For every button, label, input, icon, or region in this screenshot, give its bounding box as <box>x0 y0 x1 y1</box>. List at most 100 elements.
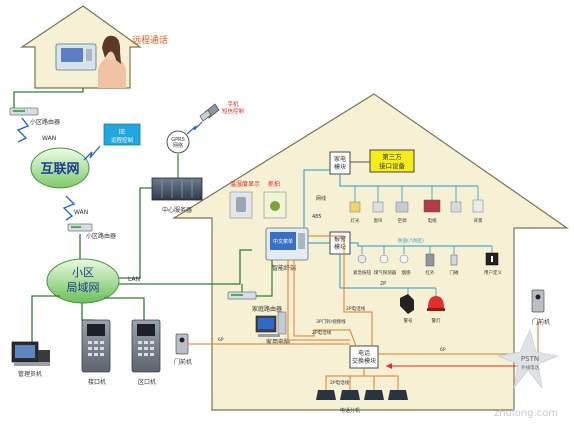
area-station <box>131 319 161 373</box>
alarm-label: 烟感 <box>402 269 411 276</box>
wire-6p-left-label: 6P <box>218 337 224 343</box>
appliance-module-label-2: 模块 <box>334 163 346 171</box>
alarm-module-label-2: 模块 <box>334 243 346 251</box>
siren-label: 警号 <box>404 317 413 324</box>
wire-2p-phone-b <box>308 235 373 346</box>
unit-station <box>81 319 111 373</box>
ext-drop-4 <box>374 375 399 390</box>
internet-cloud <box>30 147 90 189</box>
smart-terminal-label: 智能终端 <box>272 264 296 272</box>
mobile-phone-icon <box>199 103 220 122</box>
door-station-left <box>175 333 189 355</box>
wan-link-mid <box>62 195 76 221</box>
center-server-label: 中心服务器 <box>162 206 192 214</box>
snapshot-label: 抓拍 <box>268 180 280 188</box>
line-house-router <box>13 88 84 112</box>
door-station-left-label: 门前机 <box>174 358 192 366</box>
community-router-top <box>9 107 39 116</box>
line-lan-server <box>119 187 152 279</box>
appliance-label: 背景 <box>474 217 483 224</box>
alarm-label: 门磁 <box>450 269 459 276</box>
home-pc-label: 家用电脑 <box>266 338 290 346</box>
center-server <box>151 177 203 201</box>
ext-bus <box>325 368 365 390</box>
gprs-circle <box>166 130 190 154</box>
community-router-mid <box>67 223 93 232</box>
ie-link <box>83 145 101 161</box>
smart-terminal <box>265 227 309 261</box>
third-party-device <box>369 149 415 173</box>
alarm-output-wire-label: 2P <box>380 281 386 287</box>
line-router-terminal <box>256 260 273 297</box>
pstn-arrow <box>386 363 392 369</box>
wan-link-top <box>16 117 30 143</box>
watermark: zhulong.com <box>494 408 558 419</box>
phone-ext-label: 电话分机 <box>340 407 360 414</box>
gprs-label: GPRS <box>171 137 185 143</box>
wire-2p-phone-label-b: 2P电话线 <box>346 305 366 312</box>
phone-switch-label-1: 电话 <box>358 349 370 357</box>
internet-label: 互联网 <box>40 162 79 177</box>
line-lan-area <box>104 297 145 320</box>
wire-2p-phone-label-a: 2P电话线 <box>312 329 332 336</box>
door-station-right <box>531 289 545 313</box>
alarm-output-bus <box>339 254 436 289</box>
alarm-sensor-icons <box>357 246 499 267</box>
door-station-right-label: 门前机 <box>532 318 550 326</box>
net-wire-label: 网线 <box>316 195 326 202</box>
community-lan-label-1: 小区 <box>72 266 94 279</box>
siren-icon <box>400 294 414 314</box>
rs485-label: 485 <box>312 214 322 220</box>
alarm-channel-label: 防盗(八防区) <box>398 237 424 244</box>
home-pc <box>255 311 287 337</box>
line-lan-manager <box>31 295 60 342</box>
home-router-label: 家庭路由器 <box>252 305 282 313</box>
strobe-light-icon <box>427 296 445 311</box>
third-party-label-2: 接口设备 <box>379 161 406 170</box>
alarm-label: 红外 <box>426 269 435 276</box>
area-station-label: 区口机 <box>138 378 156 386</box>
gprs-sub-label: 网络 <box>173 142 183 149</box>
alarm-label: 紧急按钮 <box>353 269 371 276</box>
gprs-link <box>186 121 203 135</box>
wire-3p-label: 3P门铃/视频线 <box>316 318 346 325</box>
wire-3p <box>287 260 350 341</box>
ie-label: IE <box>119 128 126 136</box>
terminal-screen-text: 中文菜单 <box>273 238 293 245</box>
community-router-top-label: 小区路由器 <box>30 118 60 126</box>
remote-terminal-small <box>55 43 97 71</box>
home-router <box>227 291 257 300</box>
appliance-label: 窗帘 <box>374 217 383 224</box>
temp-display-label: 温湿度显示 <box>230 180 260 188</box>
appliance-labels: 灯光 窗帘 空调 电视 背景 <box>351 217 483 224</box>
alarm-labels: 紧急按钮 煤气探测器 烟感 红外 门磁 用户定义 <box>353 269 502 276</box>
phone-label: 手机 <box>227 100 239 108</box>
ext-wire-label: 2P电话线 <box>330 379 350 386</box>
appliance-label: 电视 <box>428 217 437 224</box>
snapshot-camera-icon <box>263 191 287 219</box>
line-terminal-appliance <box>303 169 330 228</box>
manager-unit <box>11 341 50 366</box>
manager-unit-label: 管理员机 <box>18 370 42 378</box>
alarm-label: 用户定义 <box>484 269 502 276</box>
pstn-sub-label: 外线电话 <box>521 364 539 371</box>
strobe-label: 警灯 <box>432 317 441 324</box>
alarm-bus <box>350 242 492 247</box>
community-router-mid-label: 小区路由器 <box>86 232 116 240</box>
lan-label: LAN <box>128 276 140 283</box>
line-lan-unit <box>81 303 94 321</box>
community-lan-cloud <box>46 258 120 304</box>
third-party-label-1: 第三方 <box>382 152 402 161</box>
wan-top-label: WAN <box>42 135 56 142</box>
pstn-star <box>496 328 560 389</box>
wire-6p-right-label: 6P <box>440 347 446 353</box>
remote-call-label: 远程通话 <box>132 34 168 46</box>
pstn-label: PSTN <box>521 355 539 363</box>
wan-mid-label: WAN <box>74 209 88 216</box>
woman-figure <box>98 35 126 88</box>
appliance-icons <box>349 186 484 213</box>
community-lan-label-2: 局域网 <box>67 281 100 294</box>
temp-sensor-icon <box>229 191 253 219</box>
phone-sub-label: 短信控制 <box>222 107 245 115</box>
